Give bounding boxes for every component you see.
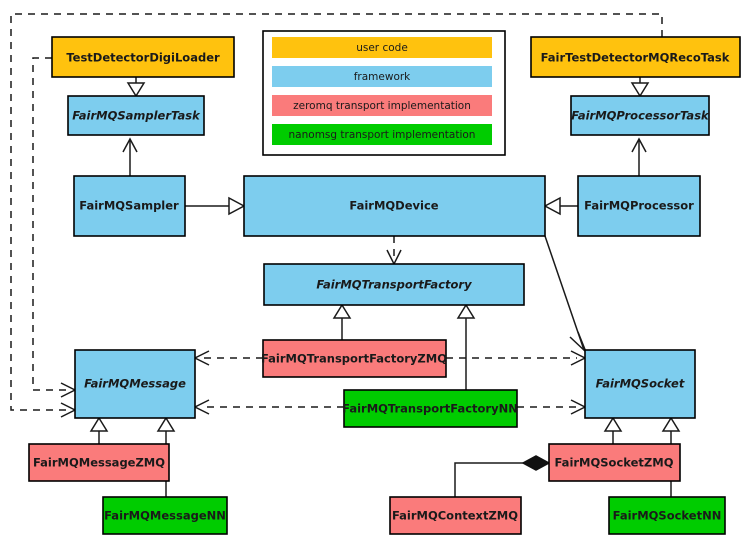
node-rect-fairmqdevice[interactable] [243, 175, 546, 237]
edge-layer [10, 13, 681, 497]
node-label-fairmqsocketnn: FairMQSocketNN [613, 509, 722, 523]
node-rect-fairmqsocketnn[interactable] [608, 496, 726, 535]
node-label-fairmqcontextzmq: FairMQContextZMQ [392, 509, 518, 523]
node-label-fairmqsocket: FairMQSocket [596, 377, 685, 391]
node-label-testdetectordigiloader: TestDetectorDigiLoader [66, 51, 220, 65]
edge-testdetectordigiloader-to-fairmqsamplertask [126, 77, 146, 98]
node-rect-fairmqmessagenn[interactable] [102, 496, 228, 535]
node-label-fairmqmessagenn: FairMQMessageNN [104, 509, 226, 523]
node-rect-fairmqtransportfactorynn[interactable] [343, 389, 518, 428]
node-label-fairmqsocketzmq: FairMQSocketZMQ [555, 456, 674, 470]
legend-swatch-zeromq [272, 95, 492, 116]
node-fairmqmessagezmq[interactable]: FairMQMessageZMQ [28, 443, 170, 482]
node-rect-fairmqsocketzmq[interactable] [548, 443, 681, 482]
node-fairtestdetectormqrecotask[interactable]: FairTestDetectorMQRecoTask [530, 36, 741, 78]
edge-fairmqtransportfactoryzmq-to-fairmqtransportfactory [332, 303, 352, 340]
node-label-fairtestdetectormqrecotask: FairTestDetectorMQRecoTask [541, 51, 730, 65]
node-fairmqmessagenn[interactable]: FairMQMessageNN [102, 496, 228, 535]
node-label-fairmqprocessor: FairMQProcessor [584, 199, 694, 213]
legend-label-nanomsg: nanomsg transport implementation [289, 129, 476, 141]
node-rect-fairmqmessage[interactable] [74, 349, 196, 419]
legend-label-zeromq: zeromq transport implementation [293, 100, 471, 112]
node-label-fairmqtransportfactory: FairMQTransportFactory [316, 278, 472, 292]
node-rect-fairmqmessagezmq[interactable] [28, 443, 170, 482]
edge-fairmqtransportfactoryzmq-to-fairmqsocket [446, 350, 587, 366]
edge-fairmqdevice-to-fairmqsocket [544, 235, 587, 353]
edge-fairmqcontextzmq-to-fairmqsocketzmq [454, 455, 551, 497]
node-rect-testdetectordigiloader[interactable] [51, 36, 235, 78]
node-fairmqsampler[interactable]: FairMQSampler [73, 175, 186, 237]
edge-fairmqprocessor-to-fairmqprocessortask [631, 137, 647, 176]
node-fairmqmessage[interactable]: FairMQMessage [74, 349, 196, 419]
legend-label-framework: framework [354, 71, 411, 83]
edge-fairmqmessagezmq-to-fairmqmessage [89, 416, 109, 444]
legend-item-framework: framework [272, 66, 492, 87]
node-fairmqdevice[interactable]: FairMQDevice [243, 175, 546, 237]
edge-fairtestdetectormqrecotask-to-fairmqprocessortask [630, 77, 650, 98]
legend: user code framework zeromq transport imp… [262, 30, 506, 156]
legend-label-user-code: user code [356, 42, 408, 54]
node-rect-fairmqsampler[interactable] [73, 175, 186, 237]
legend-item-nanomsg: nanomsg transport implementation [272, 124, 492, 145]
edge-fairmqtransportfactorynn-to-fairmqsocket [517, 399, 587, 415]
node-label-fairmqtransportfactorynn: FairMQTransportFactoryNN [342, 402, 518, 416]
node-fairmqtransportfactoryzmq[interactable]: FairMQTransportFactoryZMQ [261, 339, 447, 378]
legend-swatch-user-code [272, 37, 492, 58]
node-fairmqprocessor[interactable]: FairMQProcessor [577, 175, 701, 237]
legend-item-zeromq: zeromq transport implementation [272, 95, 492, 116]
node-rect-fairmqprocessortask[interactable] [570, 95, 710, 136]
node-rect-fairmqcontextzmq[interactable] [389, 496, 522, 535]
node-rect-fairmqprocessor[interactable] [577, 175, 701, 237]
node-fairmqtransportfactorynn[interactable]: FairMQTransportFactoryNN [342, 389, 518, 428]
node-label-fairmqdevice: FairMQDevice [349, 199, 438, 213]
node-fairmqsamplertask[interactable]: FairMQSamplerTask [67, 95, 205, 136]
node-rect-fairmqtransportfactoryzmq[interactable] [262, 339, 447, 378]
node-label-fairmqprocessortask: FairMQProcessorTask [571, 109, 710, 123]
node-label-fairmqmessage: FairMQMessage [84, 377, 186, 391]
node-fairmqsocketnn[interactable]: FairMQSocketNN [608, 496, 726, 535]
node-fairmqtransportfactory[interactable]: FairMQTransportFactory [263, 263, 525, 306]
node-fairmqprocessortask[interactable]: FairMQProcessorTask [570, 95, 710, 136]
edge-fairmqdevice-to-fairmqtransportfactory [386, 236, 402, 266]
node-layer: TestDetectorDigiLoader FairTestDetectorM… [28, 36, 741, 535]
node-label-fairmqmessagezmq: FairMQMessageZMQ [33, 456, 165, 470]
edge-fairmqsampler-to-fairmqdevice [185, 196, 246, 216]
node-testdetectordigiloader[interactable]: TestDetectorDigiLoader [51, 36, 235, 78]
node-fairmqsocket[interactable]: FairMQSocket [584, 349, 696, 419]
legend-swatch-framework [272, 66, 492, 87]
node-label-fairmqsampler: FairMQSampler [79, 199, 179, 213]
edge-fairmqsocketzmq-to-fairmqsocket [603, 416, 623, 444]
node-fairmqsocketzmq[interactable]: FairMQSocketZMQ [548, 443, 681, 482]
legend-swatch-nanomsg [272, 124, 492, 145]
node-fairmqcontextzmq[interactable]: FairMQContextZMQ [389, 496, 522, 535]
node-rect-fairtestdetectormqrecotask[interactable] [530, 36, 741, 78]
node-rect-fairmqsocket[interactable] [584, 349, 696, 419]
legend-item-user-code: user code [272, 37, 492, 58]
edge-fairmqprocessor-to-fairmqdevice [543, 196, 578, 216]
edge-fairmqtransportfactoryzmq-to-fairmqmessage [193, 350, 263, 366]
node-rect-fairmqsamplertask[interactable] [67, 95, 205, 136]
edge-fairmqtransportfactorynn-to-fairmqmessage [193, 399, 344, 415]
node-label-fairmqtransportfactoryzmq: FairMQTransportFactoryZMQ [261, 352, 447, 366]
edge-fairmqsampler-to-fairmqsamplertask [122, 137, 138, 176]
node-rect-fairmqtransportfactory[interactable] [263, 263, 525, 306]
edge-fairmqtransportfactorynn-to-fairmqtransportfactory [456, 303, 476, 390]
node-label-fairmqsamplertask: FairMQSamplerTask [72, 109, 201, 123]
